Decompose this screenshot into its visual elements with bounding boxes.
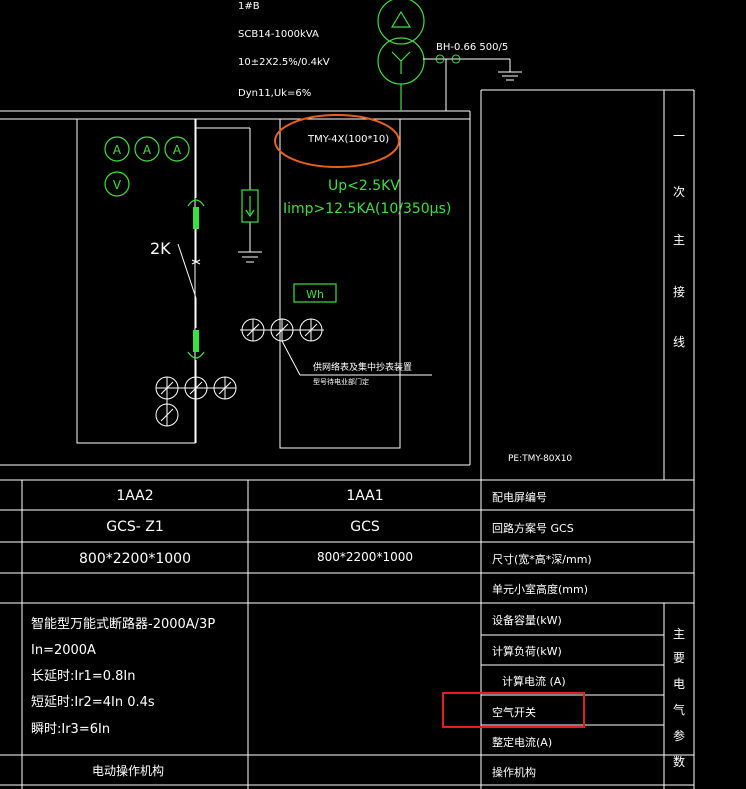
row-label-scheme: 回路方案号 GCS (492, 521, 574, 535)
energy-meter-label: Wh (306, 288, 324, 301)
side-title2-char: 参 (673, 728, 685, 743)
surge-protector-symbol (241, 189, 259, 223)
transformer-neutral (423, 58, 522, 111)
breaker-line-3: 长延时:Ir1=0.8In (31, 669, 135, 684)
surge-up: Up<2.5KV (328, 178, 400, 194)
transformer-connection: Dyn11,Uk=6% (238, 88, 311, 99)
energy-meter-box (293, 283, 337, 303)
cell-scheme-2: GCS (350, 519, 380, 535)
voltmeter-label: V (113, 178, 122, 192)
busbar-label: TMY-4X(100*10) (307, 134, 389, 145)
param-setting-current: 整定电流(A) (492, 735, 552, 749)
cell-size-1: 800*2200*1000 (79, 551, 191, 567)
side-title2-char: 电 (673, 677, 685, 691)
param-capacity: 设备容量(kW) (492, 613, 562, 627)
meter-device-title: 供网络表及集中抄表装置 (313, 361, 412, 373)
cell-size-2: 800*2200*1000 (317, 550, 413, 564)
param-load: 计算负荷(kW) (492, 644, 562, 658)
ct-group-lower (155, 376, 237, 427)
breaker-wiring (177, 119, 201, 443)
meter-device-sub: 型号待电业部门定 (313, 377, 369, 386)
surge-wiring (196, 127, 262, 263)
ct-group-upper (240, 318, 432, 376)
cell-1aa2: 1AA2 (116, 488, 153, 504)
row-label-operation: 操作机构 (492, 765, 536, 779)
busbar-highlight-ellipse (274, 114, 400, 168)
breaker-line-5: 瞬时:Ir3=6In (31, 722, 110, 737)
side-title-char: 线 (673, 335, 685, 349)
transformer-name: 1#B (238, 1, 260, 12)
ammeter-2-label: A (143, 143, 152, 157)
breaker-lower-contact (193, 330, 199, 352)
switch-label: 2K (150, 239, 171, 258)
row-label-unit-height: 单元小室高度(mm) (492, 582, 588, 596)
side-title-char: 主 (673, 233, 685, 247)
breaker-line-4: 短延时:Ir2=4In 0.4s (31, 695, 155, 710)
meter-circles (104, 136, 190, 197)
surge-iimp: Iimp>12.5KA(10/350μs) (283, 201, 451, 217)
cell-operation-1: 电动操作机构 (92, 763, 164, 778)
transformer-symbol (377, 0, 425, 111)
ct-label: BH-0.66 500/5 (436, 42, 508, 53)
side-title2-char: 主 (673, 627, 685, 641)
pe-label: PE:TMY-80X10 (508, 454, 572, 464)
breaker-contacts (187, 199, 205, 359)
row-label-panel-no: 配电屏编号 (492, 490, 547, 504)
ct-symbol (435, 54, 461, 64)
param-current: 计算电流 (A) (502, 674, 566, 688)
table-grid (0, 479, 695, 789)
breaker-upper-contact (193, 207, 199, 229)
frame-lines (0, 89, 695, 789)
breaker-line-2: In=2000A (31, 643, 96, 658)
param-air-switch: 空气开关 (492, 705, 536, 719)
row-label-size: 尺寸(宽*高*深/mm) (492, 552, 592, 566)
side-title2-char: 要 (673, 651, 685, 665)
side-title-char: 接 (673, 284, 685, 299)
side-title-char: 一 (673, 129, 685, 143)
air-switch-highlight-box (442, 692, 585, 728)
ammeter-3-label: A (173, 143, 182, 157)
side-title2-char: 气 (673, 702, 685, 717)
breaker-line-1: 智能型万能式断路器-2000A/3P (31, 616, 215, 632)
cell-scheme-1: GCS- Z1 (106, 519, 164, 535)
side-title-params: 主 要 电 气 参 数 (673, 627, 685, 769)
side-title-char: 次 (673, 185, 685, 199)
side-title-primary: 一 次 主 接 线 (673, 129, 685, 349)
side-title2-char: 数 (673, 754, 685, 769)
transformer-model: SCB14-1000kVA (238, 29, 319, 40)
cell-1aa1: 1AA1 (346, 488, 383, 504)
transformer-voltage: 10±2X2.5%/0.4kV (238, 57, 330, 68)
ammeter-1-label: A (113, 143, 122, 157)
